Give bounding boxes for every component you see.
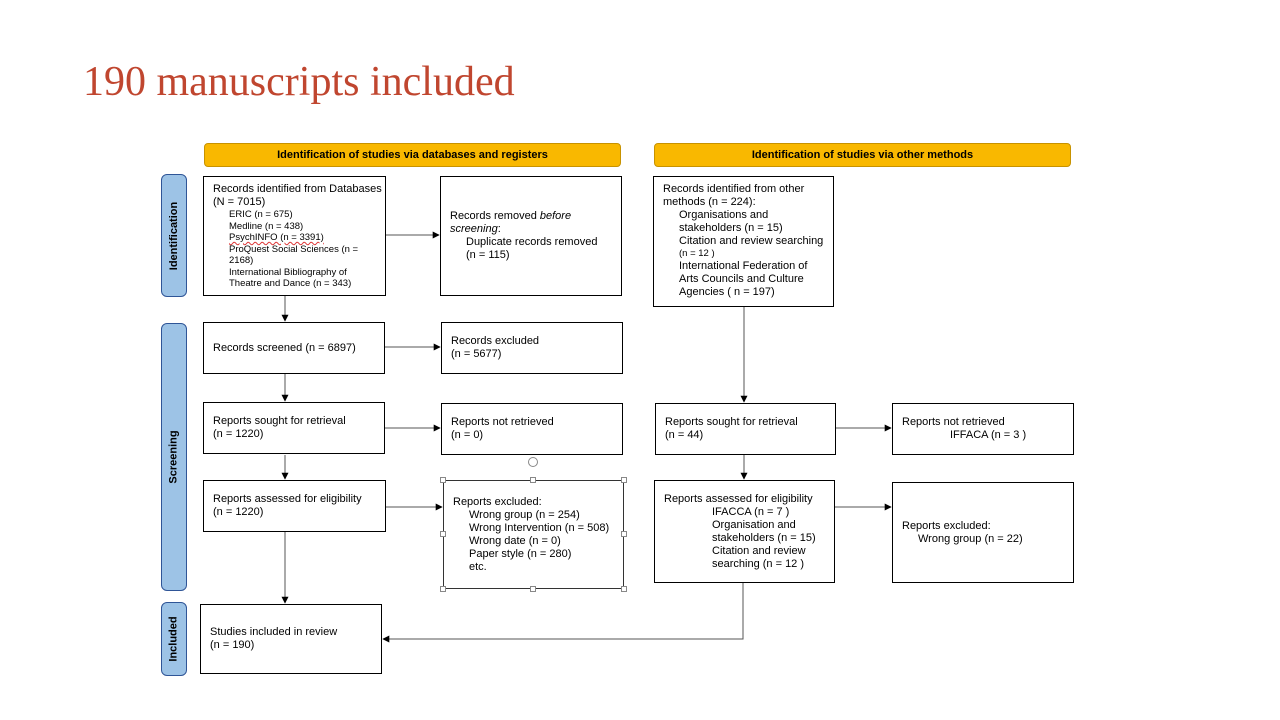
source-item: International Federation of bbox=[679, 259, 808, 272]
box-reports-sought-other: Reports sought for retrieval (n = 44) bbox=[655, 403, 836, 455]
resize-handle[interactable] bbox=[621, 531, 627, 537]
exclusion-item: etc. bbox=[469, 560, 487, 573]
text-line: Studies included in review bbox=[210, 626, 338, 638]
db-item: International Bibliography of bbox=[229, 266, 347, 278]
text-line: Reports sought for retrieval bbox=[665, 416, 798, 428]
header-databases: Identification of studies via databases … bbox=[204, 143, 621, 167]
source-item: Arts Councils and Culture bbox=[679, 272, 804, 285]
text-line: Reports excluded: bbox=[453, 495, 542, 508]
exclusion-item: Paper style (n = 280) bbox=[469, 547, 572, 560]
text-line: Records identified from Databases bbox=[213, 183, 382, 195]
box-records-screened: Records screened (n = 6897) bbox=[203, 322, 385, 374]
db-item: PsychINFO (n = 3391) bbox=[229, 232, 324, 243]
box-reports-not-retrieved-other: Reports not retrieved IFFACA (n = 3 ) bbox=[892, 403, 1074, 455]
text-line: (n = 1220) bbox=[213, 428, 264, 440]
rotate-handle-icon[interactable] bbox=[528, 457, 538, 467]
box-records-identified-other: Records identified from other methods (n… bbox=[653, 176, 834, 307]
box-reports-not-retrieved: Reports not retrieved (n = 0) bbox=[441, 403, 623, 455]
assessed-item: searching (n = 12 ) bbox=[712, 557, 805, 570]
box-studies-included: Studies included in review (n = 190) bbox=[200, 604, 382, 674]
text-line: Reports sought for retrieval bbox=[213, 415, 346, 427]
source-item: Citation and review searching bbox=[679, 235, 824, 247]
db-item: 2168) bbox=[229, 255, 254, 266]
resize-handle[interactable] bbox=[621, 586, 627, 592]
box-records-identified-databases: Records identified from Databases (N = 7… bbox=[203, 176, 386, 296]
assessed-item: IFACCA (n = 7 ) bbox=[712, 505, 790, 518]
db-item: ProQuest Social Sciences (n = bbox=[229, 243, 359, 255]
slide-title: 190 manuscripts included bbox=[83, 59, 515, 105]
db-item: Theatre and Dance (n = 343) bbox=[229, 278, 352, 289]
box-records-excluded: Records excluded (n = 5677) bbox=[441, 322, 623, 374]
source-item: (n = 12 ) bbox=[679, 248, 715, 259]
assessed-item: Citation and review bbox=[712, 544, 806, 557]
text-italic: before bbox=[539, 210, 572, 222]
text-line: Wrong group (n = 22) bbox=[918, 532, 1023, 545]
text-line: Records screened (n = 6897) bbox=[213, 341, 356, 354]
box-reports-sought: Reports sought for retrieval (n = 1220) bbox=[203, 402, 385, 454]
source-item: Organisations and bbox=[679, 209, 769, 221]
phase-identification: Identification bbox=[161, 174, 187, 297]
resize-handle[interactable] bbox=[530, 586, 536, 592]
source-item: Agencies ( n = 197) bbox=[679, 285, 775, 298]
text-line: Records excluded bbox=[451, 335, 540, 347]
text-line: Duplicate records removed bbox=[466, 236, 598, 248]
box-reports-assessed: Reports assessed for eligibility (n = 12… bbox=[203, 480, 386, 532]
text-line: Records identified from other bbox=[663, 183, 805, 195]
exclusion-item: Wrong group (n = 254) bbox=[469, 508, 580, 521]
text-line: : bbox=[497, 223, 501, 235]
phase-screening: Screening bbox=[161, 323, 187, 591]
box-reports-excluded[interactable]: Reports excluded: Wrong group (n = 254) … bbox=[443, 480, 624, 589]
resize-handle[interactable] bbox=[621, 477, 627, 483]
box-reports-excluded-other: Reports excluded: Wrong group (n = 22) bbox=[892, 482, 1074, 583]
resize-handle[interactable] bbox=[530, 477, 536, 483]
exclusion-item: Wrong Intervention (n = 508) bbox=[469, 521, 610, 534]
text-line: Reports not retrieved bbox=[902, 416, 1005, 428]
text-line: (n = 115) bbox=[466, 249, 510, 261]
arrow-connector bbox=[382, 583, 744, 643]
exclusion-item: Wrong date (n = 0) bbox=[469, 534, 561, 547]
text-line: (n = 190) bbox=[210, 639, 255, 651]
text-line: (n = 1220) bbox=[213, 506, 264, 518]
text-line: (n = 5677) bbox=[451, 348, 502, 360]
source-item: stakeholders (n = 15) bbox=[679, 222, 783, 234]
text-line: Reports not retrieved bbox=[451, 416, 554, 428]
text-line: Reports assessed for eligibility bbox=[213, 493, 362, 505]
assessed-item: stakeholders (n = 15) bbox=[712, 531, 816, 544]
assessed-item: Organisation and bbox=[712, 518, 796, 531]
resize-handle[interactable] bbox=[440, 586, 446, 592]
text-line: Records removed bbox=[450, 210, 540, 222]
box-records-removed: Records removed before screening: Duplic… bbox=[440, 176, 622, 296]
db-item: ERIC (n = 675) bbox=[229, 209, 293, 220]
resize-handle[interactable] bbox=[440, 477, 446, 483]
text-line: IFFACA (n = 3 ) bbox=[950, 429, 1027, 441]
db-item: Medline (n = 438) bbox=[229, 220, 304, 232]
box-reports-assessed-other: Reports assessed for eligibility IFACCA … bbox=[654, 480, 835, 583]
text-line: methods (n = 224): bbox=[663, 196, 756, 208]
text-line: (n = 44) bbox=[665, 429, 704, 441]
text-line: Reports assessed for eligibility bbox=[664, 492, 813, 505]
resize-handle[interactable] bbox=[440, 531, 446, 537]
text-line: (n = 0) bbox=[451, 429, 484, 441]
text-line: (N = 7015) bbox=[213, 196, 266, 208]
phase-included: Included bbox=[161, 602, 187, 676]
text-italic: screening bbox=[450, 223, 498, 235]
text-line: Reports excluded: bbox=[902, 519, 991, 532]
header-other-methods: Identification of studies via other meth… bbox=[654, 143, 1071, 167]
